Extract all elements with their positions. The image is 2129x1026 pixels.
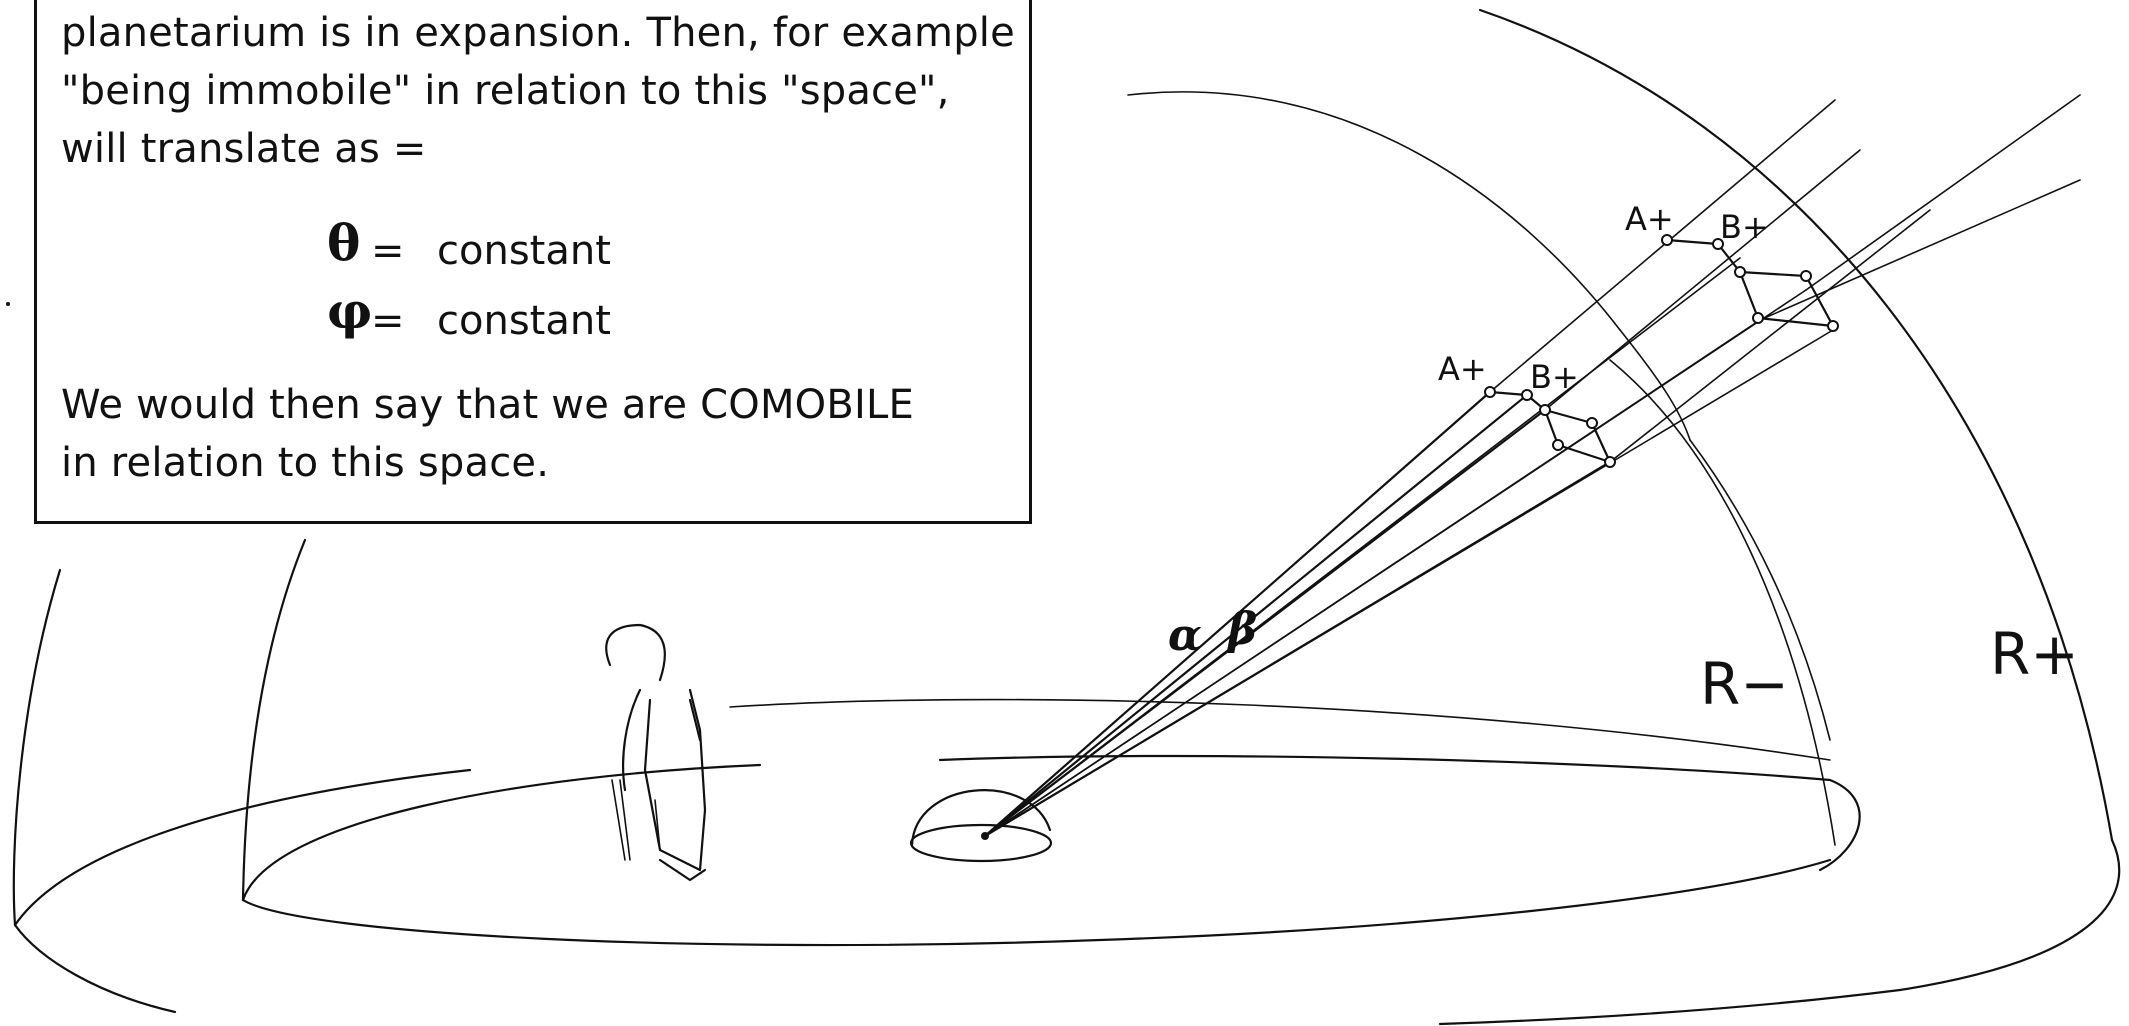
phi-symbol: φ [327,281,373,340]
inner-dome-arc-right [1609,359,1836,846]
alpha-label: α [1168,610,1202,661]
caption-line-2: "being immobile" in relation to this "sp… [61,68,950,114]
projector-dome [910,789,1052,847]
constant-value: constant [437,228,611,274]
caption-line-3: will translate as = [61,126,427,172]
equals-sign: = [371,228,405,274]
inner-radius-label: R− [1700,650,1789,718]
conclusion-line-2: in relation to this space. [61,440,550,486]
point-label-b-outer: B+ [1720,208,1769,246]
conclusion-line-1: We would then say that we are COMOBILE [61,382,914,428]
equals-sign: = [371,298,405,344]
point-label-b-inner: B+ [1530,358,1579,396]
point-label-a-inner: A+ [1438,350,1487,388]
theta-symbol: θ [327,213,361,272]
caption-line-1: planetarium is in expansion. Then, for e… [61,10,1015,56]
point-label-a-outer: A+ [1625,200,1674,238]
constant-value: constant [437,298,611,344]
caption-box: planetarium is in expansion. Then, for e… [34,0,1032,524]
inner-dome-arc-left [241,538,307,902]
outer-dome-upper-arc [1127,91,1621,331]
inner-floor-ellipse [241,754,1861,902]
outer-floor-ellipse [13,768,2121,1026]
projector-base [909,823,1053,863]
outer-dome-arc [12,568,177,1014]
outer-radius-label: R+ [1990,620,2079,688]
observer-figure [605,623,707,882]
beta-label: β [1228,604,1258,655]
outer-dome-arc-right [1478,8,2114,842]
